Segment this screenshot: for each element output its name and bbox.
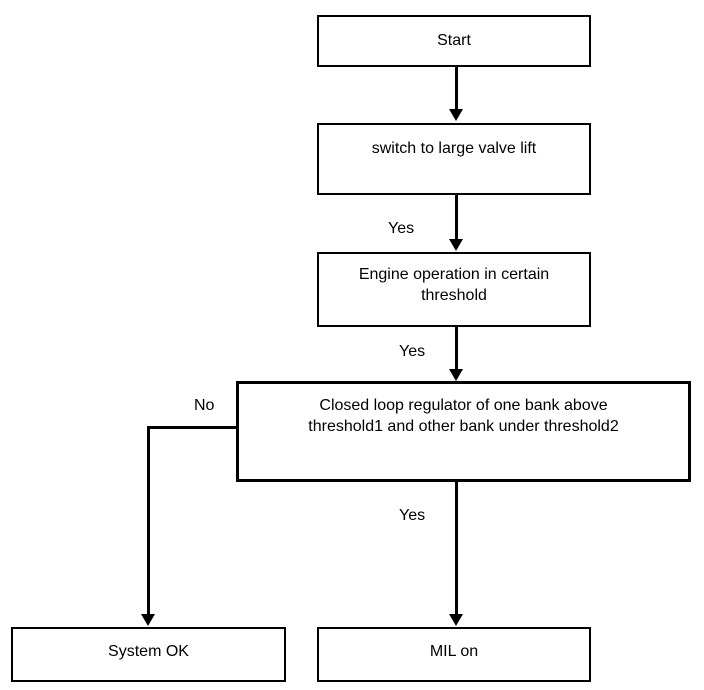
edge-label-yes-engine-to-closedloop: Yes bbox=[399, 343, 426, 360]
flow-node-mil-on: MIL on bbox=[317, 627, 591, 682]
connector-closedloop-to-system-ok-horizontal bbox=[147, 426, 239, 429]
flow-node-closed-loop-regulator: Closed loop regulator of one bank above … bbox=[236, 381, 691, 482]
flow-node-switch-label: switch to large valve lift bbox=[371, 140, 537, 157]
flow-node-closedloop-label: Closed loop regulator of one bank above … bbox=[308, 397, 619, 435]
connector-engine-to-closedloop bbox=[455, 327, 458, 372]
connector-start-to-switch bbox=[455, 67, 458, 112]
flow-node-engine-label: Engine operation in certain threshold bbox=[358, 266, 550, 304]
connector-closedloop-to-system-ok-vertical bbox=[147, 426, 150, 616]
edge-label-no-closedloop-to-system-ok: No bbox=[194, 397, 215, 414]
flow-node-start-label: Start bbox=[437, 32, 471, 49]
flow-node-mil-on-label: MIL on bbox=[429, 643, 479, 660]
connector-closedloop-to-mil-on bbox=[455, 482, 458, 616]
arrowhead-engine-to-closedloop-icon bbox=[449, 369, 463, 381]
arrowhead-closedloop-to-system-ok-icon bbox=[141, 614, 155, 626]
edge-label-yes-closedloop-to-mil-on: Yes bbox=[399, 507, 426, 524]
edge-label-yes-switch-to-engine: Yes bbox=[388, 220, 415, 237]
flow-node-switch-to-large-valve-lift: switch to large valve lift bbox=[317, 123, 591, 195]
arrowhead-closedloop-to-mil-on-icon bbox=[449, 614, 463, 626]
flow-node-system-ok: System OK bbox=[11, 627, 286, 682]
flow-node-start: Start bbox=[317, 15, 591, 67]
connector-switch-to-engine bbox=[455, 195, 458, 241]
arrowhead-start-to-switch-icon bbox=[449, 109, 463, 121]
flow-node-system-ok-label: System OK bbox=[108, 643, 189, 660]
flow-node-engine-operation-in-certain-threshold: Engine operation in certain threshold bbox=[317, 252, 591, 327]
arrowhead-switch-to-engine-icon bbox=[449, 239, 463, 251]
